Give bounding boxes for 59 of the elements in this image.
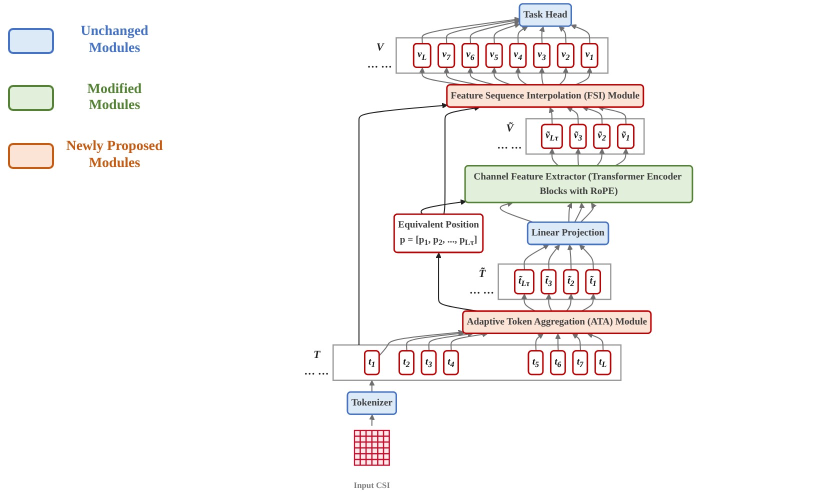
arrow <box>428 331 474 352</box>
arrow <box>570 24 590 44</box>
arrow <box>598 106 627 125</box>
node-label: Input CSI <box>354 480 390 490</box>
arrow <box>574 67 592 86</box>
arrow <box>580 294 596 312</box>
arrow <box>555 333 561 352</box>
arrow <box>575 148 581 166</box>
cluster <box>525 118 645 155</box>
arrow <box>566 107 579 125</box>
arrow <box>546 294 552 312</box>
arrow <box>470 20 520 44</box>
arrow <box>582 106 603 125</box>
arrow <box>446 18 520 44</box>
arrow <box>587 332 604 352</box>
arrow <box>369 414 375 426</box>
arrow <box>596 148 605 166</box>
legend-label: Unchanged Modules <box>80 24 150 58</box>
arrow <box>517 26 528 44</box>
arrow <box>420 199 466 215</box>
arrow <box>580 202 597 223</box>
legend-label: Modified Modules <box>86 82 143 116</box>
node-label: … … <box>497 138 522 151</box>
arrow <box>406 330 465 352</box>
arrow <box>358 102 448 345</box>
arrow <box>422 16 520 44</box>
arrow <box>574 202 585 223</box>
arrow <box>515 67 528 86</box>
arrow <box>549 148 560 166</box>
node-label: … … <box>470 284 494 296</box>
arrow <box>549 107 554 125</box>
node-label: … … <box>368 57 392 70</box>
arrow <box>558 67 568 86</box>
arrow <box>539 26 545 44</box>
cluster <box>498 263 612 300</box>
arrow <box>558 26 566 44</box>
arrow <box>538 67 545 86</box>
cluster <box>332 344 622 381</box>
arrow <box>566 294 574 312</box>
arrow <box>572 333 582 352</box>
node-label: Ṽ <box>506 122 514 134</box>
arrow <box>567 244 573 270</box>
cluster <box>396 37 609 74</box>
arrow <box>494 22 520 44</box>
arrow <box>548 244 560 270</box>
node-label: T̃ <box>478 267 486 280</box>
arrow <box>579 244 594 270</box>
arrow <box>369 380 375 392</box>
node-label: V <box>376 40 384 54</box>
arrow <box>524 244 550 270</box>
legend-label: Newly Proposed Modules <box>65 139 164 173</box>
node-label: T <box>314 348 320 360</box>
node-label: … … <box>304 364 330 377</box>
arrow <box>566 202 572 222</box>
arrow <box>379 330 464 356</box>
arrow <box>535 333 544 352</box>
arrow <box>450 332 488 352</box>
arrow <box>614 148 629 166</box>
arrow <box>521 294 536 312</box>
